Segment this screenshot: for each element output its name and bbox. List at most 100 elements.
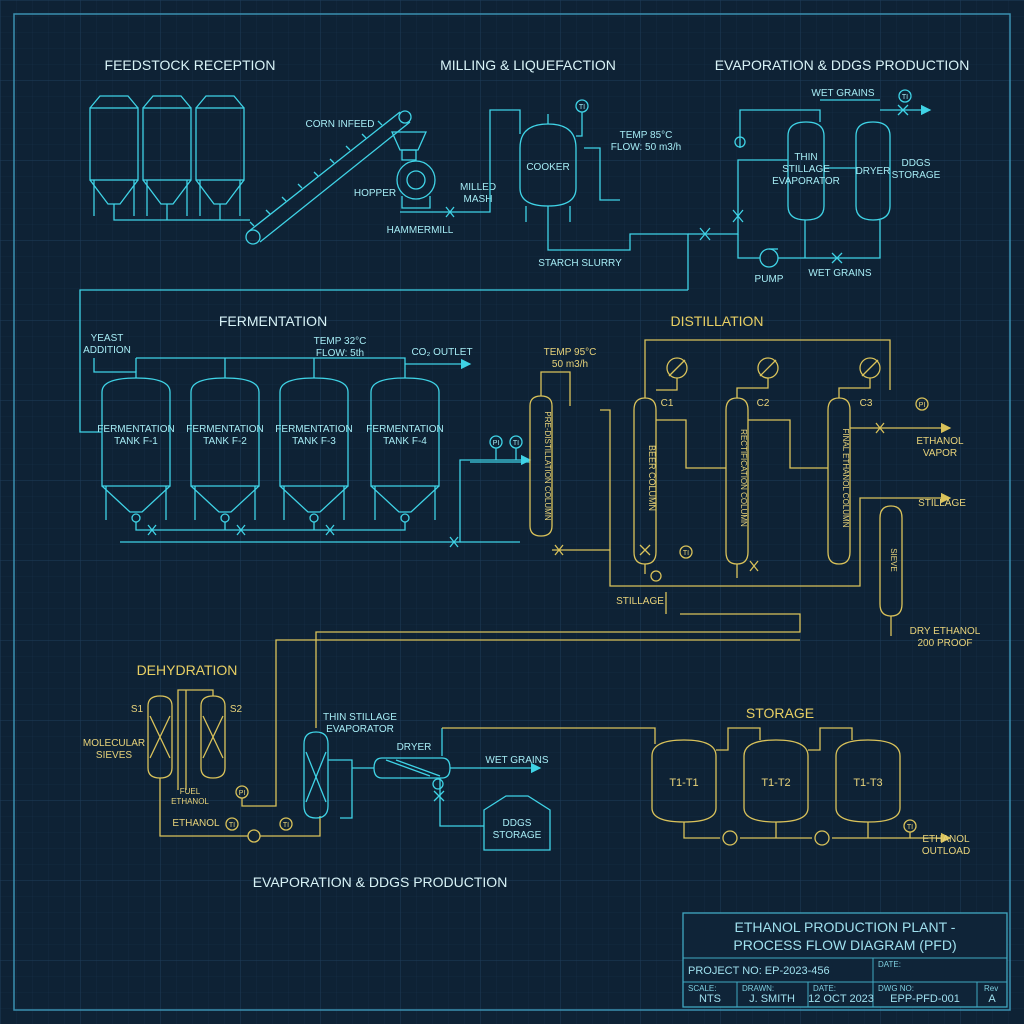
silo-group bbox=[89, 95, 250, 221]
tank-t3-label: T1-T3 bbox=[853, 777, 882, 789]
tank-f3-label-2: TANK F-3 bbox=[292, 436, 336, 447]
tank-f4-label-1: FERMENTATION bbox=[366, 424, 443, 435]
ethanol-line-label: ETHANOL bbox=[172, 818, 220, 829]
ddgs-storage-bottom bbox=[483, 795, 551, 851]
valve-wet-grains bbox=[897, 104, 909, 116]
storage-feed-line bbox=[442, 727, 656, 744]
hammermill-label: HAMMERMILL bbox=[387, 225, 454, 236]
dry-ethanol-label-1: DRY ETHANOL bbox=[910, 626, 981, 637]
ethanol-outload-label-2: OUTLOAD bbox=[922, 846, 970, 857]
wet-grains-bottom-label: WET GRAINS bbox=[485, 755, 548, 766]
ferm-temp: TEMP 32°C bbox=[314, 336, 367, 347]
beer-instrument-tag: TI bbox=[683, 550, 689, 557]
ferm-pressure-tag: PI bbox=[493, 440, 500, 447]
dehydration-piping bbox=[159, 639, 800, 843]
thin-stillage-evaporator-top bbox=[787, 121, 825, 221]
yeast-label-1: YEAST bbox=[91, 333, 124, 344]
valve-mash bbox=[445, 206, 455, 218]
cooker-label: COOKER bbox=[526, 162, 569, 173]
molecular-sieve-s2 bbox=[200, 695, 226, 779]
section-feedstock: FEEDSTOCK RECEPTION bbox=[105, 57, 276, 73]
wet-grains-instrument-tag: TI bbox=[902, 94, 908, 101]
sieve-vessel bbox=[879, 505, 903, 636]
dehy-temp-tag-1: TI bbox=[229, 822, 235, 829]
corn-infeed-label: CORN INFEED bbox=[306, 119, 375, 130]
ddgs-storage-top-1: DDGS bbox=[902, 158, 931, 169]
tank-t1-label: T1-T1 bbox=[669, 777, 698, 789]
mol-sieves-label-1: MOLECULAR bbox=[83, 738, 145, 749]
milled-mash-label-1: MILLED bbox=[460, 182, 496, 193]
ddgs-bottom-label-1: DDGS bbox=[503, 818, 532, 829]
ferm-flow: FLOW: 5th bbox=[316, 348, 364, 359]
mash-line bbox=[434, 109, 521, 218]
date-label-top: DATE: bbox=[878, 960, 901, 969]
section-storage: STORAGE bbox=[746, 705, 814, 721]
hopper-label: HOPPER bbox=[354, 188, 396, 199]
ddgs-storage-top-2: STORAGE bbox=[892, 170, 941, 181]
valve-evap-in bbox=[732, 209, 744, 223]
corn-conveyor bbox=[245, 110, 412, 245]
pump-label: PUMP bbox=[755, 274, 784, 285]
valve-starch bbox=[699, 227, 711, 241]
dry-ethanol-label-2: 200 PROOF bbox=[917, 638, 972, 649]
section-milling: MILLING & LIQUEFACTION bbox=[440, 57, 616, 73]
title-block bbox=[682, 912, 1008, 1008]
final-ethanol-column bbox=[827, 397, 851, 565]
mol-sieves-label-2: SIEVES bbox=[96, 750, 132, 761]
fermentation-outlet-piping bbox=[120, 435, 532, 548]
dehy-pressure-tag: PI bbox=[239, 790, 246, 797]
scale-value: NTS bbox=[699, 993, 721, 1005]
section-dehydration: DEHYDRATION bbox=[137, 662, 238, 678]
final-column-label: FINAL ETHANOL COLUMN bbox=[841, 429, 850, 528]
section-distillation: DISTILLATION bbox=[670, 313, 763, 329]
stillage-mid-label: STILLAGE bbox=[616, 596, 664, 607]
molecular-sieve-s1 bbox=[147, 695, 173, 779]
thin-stillage-bottom-1: THIN STILLAGE bbox=[323, 712, 397, 723]
cooker-flow: FLOW: 50 m3/h bbox=[611, 142, 681, 153]
sheet-border bbox=[13, 13, 1011, 1011]
wet-grains-top-label: WET GRAINS bbox=[811, 88, 874, 99]
yeast-label-2: ADDITION bbox=[83, 345, 131, 356]
distillation-piping bbox=[315, 339, 952, 700]
title-line-1: ETHANOL PRODUCTION PLANT - bbox=[735, 919, 956, 935]
evap-top-piping bbox=[688, 89, 930, 264]
section-evaporation-top: EVAPORATION & DDGS PRODUCTION bbox=[715, 57, 970, 73]
tank-f3-label-1: FERMENTATION bbox=[275, 424, 352, 435]
milled-mash-label-2: MASH bbox=[464, 194, 493, 205]
fermentation-tank-f3 bbox=[279, 377, 349, 523]
dwg-label: DWG NO: bbox=[878, 984, 914, 993]
ferm-temp-tag: TI bbox=[513, 440, 519, 447]
starch-slurry-label: STARCH SLURRY bbox=[538, 258, 622, 269]
beer-column bbox=[633, 397, 657, 565]
title-line-2: PROCESS FLOW DIAGRAM (PFD) bbox=[733, 937, 956, 953]
hammermill bbox=[390, 131, 436, 213]
section-evaporation-bottom: EVAPORATION & DDGS PRODUCTION bbox=[253, 874, 508, 890]
rectification-column bbox=[725, 397, 749, 565]
tank-f4-label-2: TANK F-4 bbox=[383, 436, 427, 447]
drawn-value: J. SMITH bbox=[749, 993, 795, 1005]
tank-f1-label-1: FERMENTATION bbox=[97, 424, 174, 435]
thin-stillage-top-1: THIN bbox=[794, 152, 817, 163]
cooker-instrument-tag: TI bbox=[579, 104, 585, 111]
thin-stillage-evaporator-bottom bbox=[303, 731, 329, 819]
valve-return bbox=[831, 252, 843, 264]
project-number: PROJECT NO: EP-2023-456 bbox=[688, 965, 830, 977]
c3-label: C3 bbox=[860, 398, 873, 409]
feed-to-fermentation-line bbox=[79, 289, 688, 433]
rect-column-label: RECTIFICATION COLUMN bbox=[739, 429, 748, 527]
fermentation-tank-f4 bbox=[370, 377, 440, 523]
date-label: DATE: bbox=[813, 984, 836, 993]
dist-temp: TEMP 95°C bbox=[544, 347, 597, 358]
dryer-bottom-label: DRYER bbox=[397, 742, 432, 753]
tank-f2-label-1: FERMENTATION bbox=[186, 424, 263, 435]
thin-stillage-top-2: STILLAGE bbox=[782, 164, 830, 175]
ethanol-outload-label-1: ETHANOL bbox=[922, 834, 970, 845]
dwg-value: EPP-PFD-001 bbox=[890, 993, 960, 1005]
wet-grains-mid-label: WET GRAINS bbox=[808, 268, 871, 279]
storage-tank-t2 bbox=[743, 739, 809, 823]
c2-label: C2 bbox=[757, 398, 770, 409]
tank-f1-label-2: TANK F-1 bbox=[114, 436, 158, 447]
rev-value: A bbox=[988, 993, 996, 1005]
